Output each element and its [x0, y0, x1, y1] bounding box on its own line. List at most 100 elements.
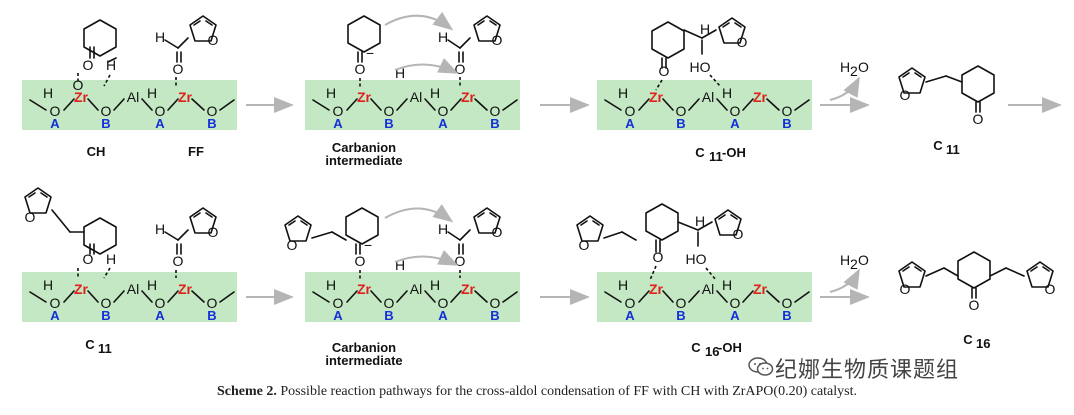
bond [603, 231, 623, 239]
furan-oxygen: O [900, 87, 911, 103]
label-c11-row2: C [85, 337, 95, 352]
surface-atom-al: Al [127, 89, 139, 105]
carbanion-charge: − [364, 237, 372, 253]
bond [925, 75, 947, 83]
label-c16-sub: 16 [976, 336, 990, 351]
surface-atom-o: O [333, 295, 344, 311]
surface-hydrogen: H [395, 257, 405, 273]
site-label-b: B [676, 308, 685, 323]
site-label-b: B [207, 116, 216, 131]
surface-atom-o: O [207, 295, 218, 311]
ketone-oxygen: O [83, 251, 94, 267]
ketone-oxygen: O [355, 253, 366, 269]
cyclohexanone-ring [83, 217, 117, 255]
ketone-oxygen: O [355, 61, 366, 77]
hydrogen-bond [103, 267, 111, 279]
ketone-oxygen: O [83, 57, 94, 73]
furan-oxygen: O [208, 224, 219, 240]
surface-hydrogen: H [618, 277, 628, 293]
ketone-oxygen: O [969, 297, 980, 313]
site-label-b: B [384, 116, 393, 131]
water-sub: 2 [850, 256, 858, 272]
bond [621, 231, 637, 241]
wechat-icon [748, 357, 774, 376]
surface-atom-o: O [155, 295, 166, 311]
surface-atom-o: O [625, 295, 636, 311]
label-c11: C [933, 138, 943, 153]
site-label-a: A [625, 308, 635, 323]
bond [51, 209, 71, 233]
proton-arrow [394, 57, 459, 74]
surface-atom-o: O [384, 295, 395, 311]
furan-oxygen: O [733, 226, 744, 242]
surface-hydrogen: H [147, 277, 157, 293]
aldehyde-hydrogen: H [438, 221, 448, 237]
label-c11oh: C [695, 145, 705, 160]
site-label-a: A [333, 308, 343, 323]
surface-atom-o: O [155, 103, 166, 119]
surface-hydrogen: H [395, 65, 405, 81]
site-label-a: A [155, 308, 165, 323]
label-c16oh: C [691, 340, 701, 355]
furan-oxygen: O [492, 32, 503, 48]
site-label-b: B [101, 308, 110, 323]
site-label-b: B [676, 116, 685, 131]
surface-atom-o: O [50, 103, 61, 119]
surface-hydrogen: H [147, 85, 157, 101]
label-intermediate: intermediate [325, 153, 402, 168]
carbanion-charge: − [366, 45, 374, 61]
site-label-a: A [625, 116, 635, 131]
cyclohexanone-ring [645, 203, 679, 241]
site-label-a: A [730, 116, 740, 131]
lewis-oxygen: O [73, 77, 84, 93]
surface-atom-al: Al [702, 89, 714, 105]
bond [459, 229, 471, 241]
site-label-b: B [782, 116, 791, 131]
surface-atom-o: O [490, 103, 501, 119]
hydrogen-bond [103, 74, 111, 87]
site-label-b: B [101, 116, 110, 131]
label-ff: FF [188, 144, 204, 159]
site-label-b: B [490, 116, 499, 131]
water-h: H [840, 252, 850, 268]
aldehyde-hydrogen: H [438, 29, 448, 45]
surface-atom-o: O [676, 295, 687, 311]
surface-hydrogen: H [430, 277, 440, 293]
label-c11oh-suffix: -OH [722, 145, 746, 160]
furan-oxygen: O [579, 237, 590, 253]
bond [164, 39, 179, 49]
label-carbanion-2: Carbanion [332, 340, 396, 355]
surface-atom-zr: Zr [461, 89, 476, 105]
furan-oxygen: O [287, 237, 298, 253]
site-label-b: B [782, 308, 791, 323]
surface-atom-zr: Zr [753, 89, 768, 105]
site-label-a: A [50, 308, 60, 323]
site-label-a: A [155, 116, 165, 131]
aldehyde-oxygen: O [455, 61, 466, 77]
surface-hydrogen: H [722, 277, 732, 293]
surface-atom-o: O [207, 103, 218, 119]
scheme-caption: Scheme 2. Possible reaction pathways for… [0, 384, 1074, 400]
alpha-hydrogen: H [106, 251, 116, 267]
hydroxyl-group: HO [690, 59, 711, 75]
bond [701, 29, 717, 39]
surface-atom-o: O [730, 295, 741, 311]
furan-oxygen: O [1045, 281, 1056, 297]
surface-atom-al: Al [410, 281, 422, 297]
site-label-a: A [50, 116, 60, 131]
surface-atom-o: O [625, 103, 636, 119]
ketone-oxygen: O [653, 249, 664, 265]
label-c11oh-sub: 11 [709, 149, 723, 164]
surface-atom-zr: Zr [753, 281, 768, 297]
water-o: O [858, 252, 869, 268]
surface-atom-zr: Zr [178, 89, 193, 105]
aldehyde-hydrogen: H [155, 29, 165, 45]
label-c16oh-sub: 16 [705, 344, 719, 359]
methine-hydrogen: H [695, 213, 705, 229]
bond [697, 221, 713, 231]
attack-arrow [384, 11, 454, 31]
